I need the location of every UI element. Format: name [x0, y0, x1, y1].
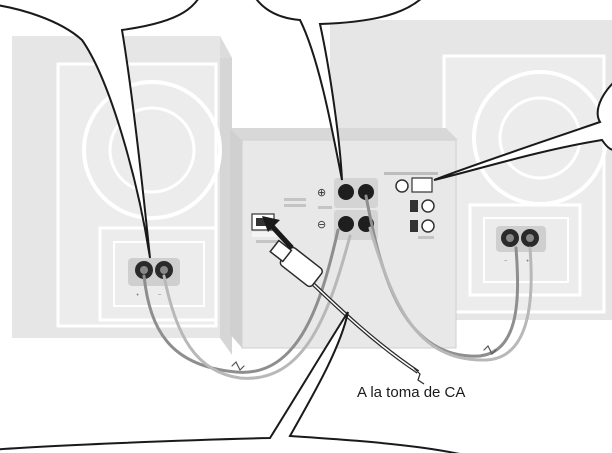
power-plug-icon	[262, 216, 425, 385]
callout-top-left	[0, 0, 199, 259]
plus-terminal-mark: ⊕	[317, 186, 326, 199]
right-plus-mark: +	[526, 258, 529, 263]
callout-bottom	[0, 311, 460, 453]
right-speaker-terminals	[496, 226, 546, 252]
unit-input-jacks	[395, 177, 435, 233]
left-speaker-terminals	[128, 258, 180, 286]
minus-terminal-mark: ⊖	[317, 218, 326, 231]
callout-top-middle	[255, 0, 422, 181]
left-plus-mark: +	[136, 292, 139, 297]
right-minus-mark: −	[504, 258, 507, 263]
left-minus-mark: −	[158, 292, 161, 297]
callout-right	[433, 82, 612, 181]
ac-outlet-caption: A la toma de CA	[357, 384, 466, 401]
